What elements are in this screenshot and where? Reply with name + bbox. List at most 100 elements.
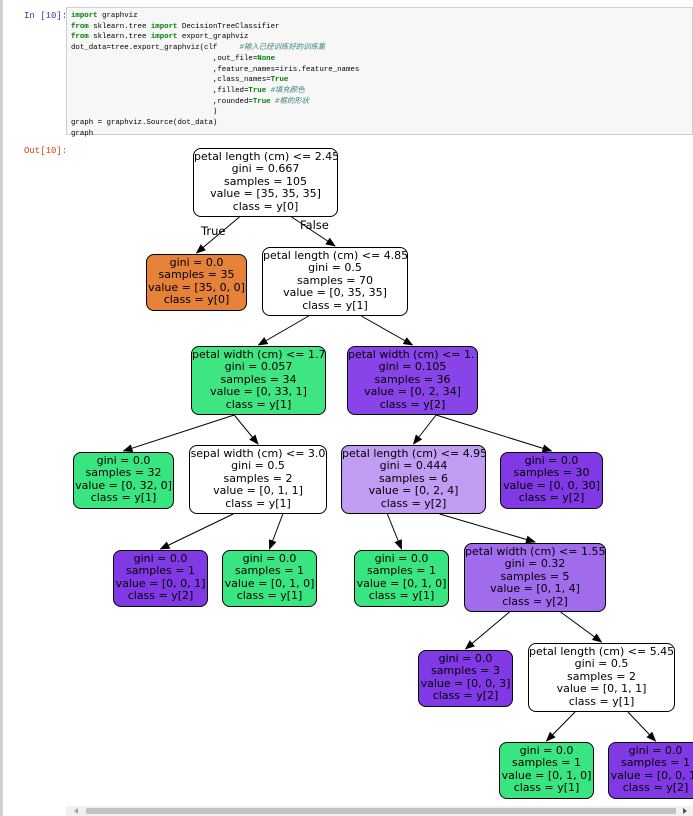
node-text-line: gini = 0.5 xyxy=(231,459,285,473)
node-text-line: samples = 70 xyxy=(297,273,373,287)
code-token: ,rounded= xyxy=(71,97,253,106)
node-text-line: value = [0, 1, 0] xyxy=(356,576,447,590)
edge-label: True xyxy=(201,224,226,238)
node-text-line: value = [35, 0, 0] xyxy=(148,280,245,294)
node-text-line: class = y[2] xyxy=(502,594,568,608)
node-text-line: samples = 1 xyxy=(621,756,690,770)
node-text-line: gini = 0.5 xyxy=(574,657,629,671)
node-text-line: samples = 2 xyxy=(567,669,636,683)
node-text-line: samples = 1 xyxy=(367,564,436,578)
node-text-line: class = y[2] xyxy=(127,589,194,603)
node-text-line: class = y[1] xyxy=(225,397,292,411)
node-text-line: gini = 0.105 xyxy=(378,360,447,374)
node-text-line: gini = 0.0 xyxy=(169,256,224,269)
code-token: None xyxy=(257,54,276,63)
scroll-left-arrow-icon[interactable] xyxy=(74,808,78,814)
tree-edge xyxy=(361,315,414,346)
code-cell[interactable]: import graphviz from sklearn.tree import … xyxy=(66,7,693,138)
tree-edge xyxy=(435,414,553,453)
code-token: #框的形状 xyxy=(270,97,310,106)
tree-edge xyxy=(257,315,309,346)
node-text-line: gini = 0.0 xyxy=(242,552,297,565)
node-text-line: petal length (cm) <= 4.85 xyxy=(263,249,408,262)
tree-edge xyxy=(545,711,576,742)
code-token: from xyxy=(71,33,89,42)
tree-edge xyxy=(268,513,284,550)
code-line: from sklearn.tree import DecisionTreeCla… xyxy=(71,22,359,33)
node-text-line: gini = 0.057 xyxy=(224,360,293,374)
node-text-line: class = y[1] xyxy=(302,298,368,312)
code-token: import xyxy=(150,22,178,31)
node-text-line: class = y[2] xyxy=(432,689,499,703)
code-token: dot_data=tree.export_graphviz(clf xyxy=(71,44,240,53)
edge-label: False xyxy=(300,218,329,232)
node-text-line: class = y[1] xyxy=(236,589,303,603)
code-token: import xyxy=(150,33,178,42)
code-token: graphviz xyxy=(97,12,138,20)
node-text-line: gini = 0.444 xyxy=(379,459,448,473)
node-text-line: gini = 0.0 xyxy=(519,744,574,757)
cell-selection-bar[interactable] xyxy=(0,0,3,816)
node-text-line: sepal width (cm) <= 3.0 xyxy=(190,447,326,460)
node-text-line: samples = 5 xyxy=(500,569,570,583)
tree-edge xyxy=(291,216,336,247)
node-text-line: petal length (cm) <= 5.45 xyxy=(529,645,675,658)
node-text-line: value = [0, 35, 35] xyxy=(283,286,387,300)
tree-edge xyxy=(233,414,259,445)
node-text-line: class = y[0] xyxy=(232,199,299,213)
node-text-line: petal width (cm) <= 1.7 xyxy=(192,348,326,361)
code-token: from xyxy=(71,22,89,31)
tree-edge xyxy=(439,513,536,544)
code-line: ) xyxy=(71,107,359,118)
node-text-line: value = [0, 1, 0] xyxy=(501,768,592,782)
node-text-line: samples = 32 xyxy=(85,466,162,480)
node-text-line: samples = 3 xyxy=(431,664,500,678)
node-text-line: samples = 34 xyxy=(220,372,297,386)
code-editor[interactable]: import graphviz from sklearn.tree import … xyxy=(71,11,359,139)
node-text-line: value = [0, 2, 4] xyxy=(368,484,459,498)
code-token: sklearn.tree xyxy=(88,33,151,42)
tree-edge xyxy=(627,711,657,742)
code-line: graph xyxy=(71,129,359,140)
horizontal-scrollbar[interactable] xyxy=(66,806,693,816)
code-token: graph xyxy=(71,129,94,138)
code-token: True xyxy=(248,86,267,95)
code-token: True xyxy=(252,97,271,106)
code-token: DecisionTreeClassifier xyxy=(177,22,280,31)
node-text-line: petal width (cm) <= 1.7 xyxy=(348,348,478,361)
scroll-right-arrow-icon[interactable] xyxy=(683,808,687,814)
scroll-thumb[interactable] xyxy=(86,808,676,814)
node-text-line: class = y[0] xyxy=(163,293,230,307)
node-text-line: value = [0, 33, 1] xyxy=(210,385,307,399)
node-text-line: petal length (cm) <= 4.95 xyxy=(342,447,486,460)
node-text-line: class = y[1] xyxy=(368,589,435,603)
node-text-line: class = y[2] xyxy=(379,397,446,411)
node-text-line: petal length (cm) <= 2.45 xyxy=(194,150,338,163)
tree-edge xyxy=(464,611,510,650)
input-prompt: In [10]: xyxy=(24,11,68,21)
tree-edge xyxy=(412,414,437,445)
node-text-line: gini = 0.0 xyxy=(628,744,683,757)
node-text-line: class = y[1] xyxy=(90,491,157,505)
code-line: graph = graphviz.Source(dot_data) xyxy=(71,118,359,129)
code-token: ,filled= xyxy=(71,86,249,95)
node-text-line: gini = 0.0 xyxy=(374,552,429,565)
code-token: #输入已经训练好的训练集 xyxy=(239,44,326,53)
code-line: dot_data=tree.export_graphviz(clf #输入已经训… xyxy=(71,43,359,54)
node-text-line: class = y[2] xyxy=(622,781,689,795)
node-text-line: class = y[1] xyxy=(568,694,635,708)
node-text-line: gini = 0.0 xyxy=(524,454,579,467)
tree-edge xyxy=(122,414,235,453)
node-text-line: gini = 0.0 xyxy=(438,652,493,665)
node-text-line: value = [0, 0, 30] xyxy=(503,478,600,492)
